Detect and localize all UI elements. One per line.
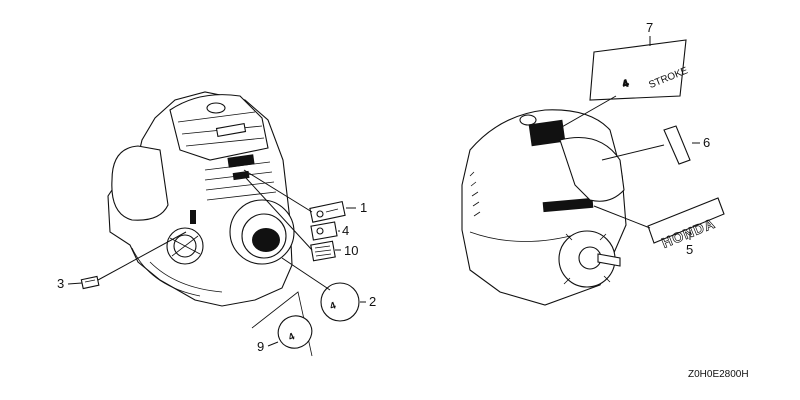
label-7-decal: 4 STROKE xyxy=(589,39,690,101)
leader-line-9 xyxy=(267,341,279,347)
label-2-badge: 4 xyxy=(320,282,360,322)
callout-9: 9 xyxy=(257,339,264,354)
engine-rear-view xyxy=(461,109,627,306)
leader-line-5 xyxy=(593,205,651,229)
callout-3: 3 xyxy=(57,276,64,291)
callout-10: 10 xyxy=(344,243,358,258)
callout-5: 5 xyxy=(686,242,693,257)
callout-1: 1 xyxy=(360,200,367,215)
leader-line-6 xyxy=(601,144,665,161)
label-7-numeral: 4 xyxy=(621,78,630,90)
leader-line-2 xyxy=(281,257,331,291)
leader-line-10 xyxy=(245,177,313,251)
label-10 xyxy=(310,240,336,262)
label-4 xyxy=(310,221,338,241)
label-2-numeral: 4 xyxy=(329,300,338,312)
label-9-sheet: 4 xyxy=(251,291,313,357)
callout-6: 6 xyxy=(703,135,710,150)
callout-2: 2 xyxy=(369,294,376,309)
engine-front-view xyxy=(107,91,295,307)
label-3 xyxy=(80,275,100,290)
diagram-code: Z0H0E2800H xyxy=(688,369,749,380)
leader-line-3 xyxy=(97,231,187,281)
label-1 xyxy=(309,200,346,223)
callout-7: 7 xyxy=(646,20,653,35)
label-6-strip xyxy=(663,125,691,165)
callout-4: 4 xyxy=(342,223,349,238)
leader-line-3b xyxy=(67,282,83,285)
leader-line-1 xyxy=(243,169,313,213)
leader-line-7b xyxy=(559,95,617,129)
label-9-numeral: 4 xyxy=(287,331,297,344)
